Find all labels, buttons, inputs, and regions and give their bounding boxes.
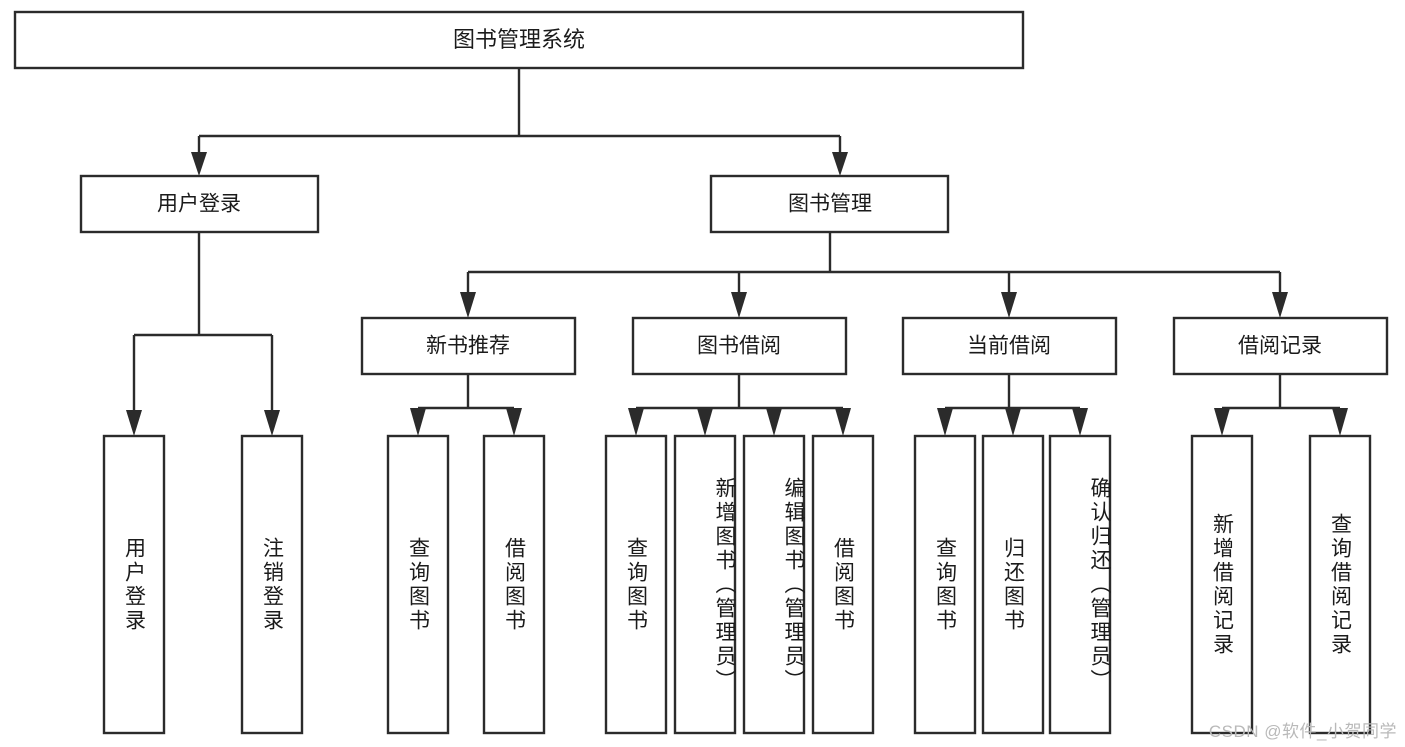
node-box-book-manage[interactable] — [709, 174, 950, 234]
node-label-user-login: 用户登录 — [157, 193, 241, 216]
node-label-new-book-recommend: 新书推荐 — [426, 335, 510, 358]
arrow-head-leaf-return-book — [1005, 408, 1021, 436]
node-box-leaf-edit-book[interactable] — [742, 434, 806, 735]
node-layer: 图书管理系统 用户登录 图书管理 新书推荐 图书借阅 当前借阅 借阅记录 — [13, 10, 1389, 735]
arrow-head-book-borrow — [731, 292, 747, 318]
arrow-head-borrow-record — [1272, 292, 1288, 318]
arrow-head-leaf-add-book — [697, 408, 713, 436]
node-box-leaf-query-book-2[interactable] — [604, 434, 668, 735]
node-label-book-manage: 图书管理 — [788, 193, 872, 216]
arrow-head-leaf-add-record — [1214, 408, 1230, 436]
node-box-new-book-recommend[interactable] — [360, 316, 577, 376]
node-box-leaf-query-book-3[interactable] — [913, 434, 977, 735]
node-box-leaf-borrow-book-1[interactable] — [482, 434, 546, 735]
arrow-head-leaf-edit-book — [766, 408, 782, 436]
arrow-head-leaf-query-record — [1332, 408, 1348, 436]
node-box-leaf-query-record[interactable] — [1308, 434, 1372, 735]
node-label-borrow-record: 借阅记录 — [1238, 335, 1322, 358]
arrow-head-leaf-query-book-2 — [628, 408, 644, 436]
node-box-book-borrow[interactable] — [631, 316, 848, 376]
arrow-head-current-borrow — [1001, 292, 1017, 318]
arrow-head-new-book-recommend — [460, 292, 476, 318]
node-box-leaf-return-book[interactable] — [981, 434, 1045, 735]
arrow-head-user-login — [191, 152, 207, 176]
node-box-leaf-confirm-return[interactable] — [1048, 434, 1112, 735]
node-box-leaf-borrow-book-2[interactable] — [811, 434, 875, 735]
arrow-head-leaf-logout-login — [264, 410, 280, 436]
node-box-user-login[interactable] — [79, 174, 320, 234]
node-label-book-borrow: 图书借阅 — [697, 335, 781, 358]
node-box-root[interactable] — [13, 10, 1025, 70]
node-label-current-borrow: 当前借阅 — [967, 335, 1051, 358]
arrow-head-leaf-user-login — [126, 410, 142, 436]
watermark-text: CSDN @软件_小贺同学 — [1208, 722, 1397, 741]
node-box-leaf-logout-login[interactable] — [240, 434, 304, 735]
node-box-current-borrow[interactable] — [901, 316, 1118, 376]
node-box-borrow-record[interactable] — [1172, 316, 1389, 376]
arrow-head-book-manage — [832, 152, 848, 176]
node-box-leaf-query-book-1[interactable] — [386, 434, 450, 735]
connector-layer — [126, 68, 1348, 436]
node-box-leaf-add-record[interactable] — [1190, 434, 1254, 735]
arrow-head-leaf-borrow-book-1 — [506, 408, 522, 436]
arrow-head-leaf-borrow-book-2 — [835, 408, 851, 436]
arrow-head-leaf-query-book-3 — [937, 408, 953, 436]
node-label-root: 图书管理系统 — [453, 27, 585, 52]
arrow-head-leaf-query-book-1 — [410, 408, 426, 436]
node-box-leaf-add-book[interactable] — [673, 434, 737, 735]
arrow-head-leaf-confirm-return — [1072, 408, 1088, 436]
node-box-leaf-user-login[interactable] — [102, 434, 166, 735]
